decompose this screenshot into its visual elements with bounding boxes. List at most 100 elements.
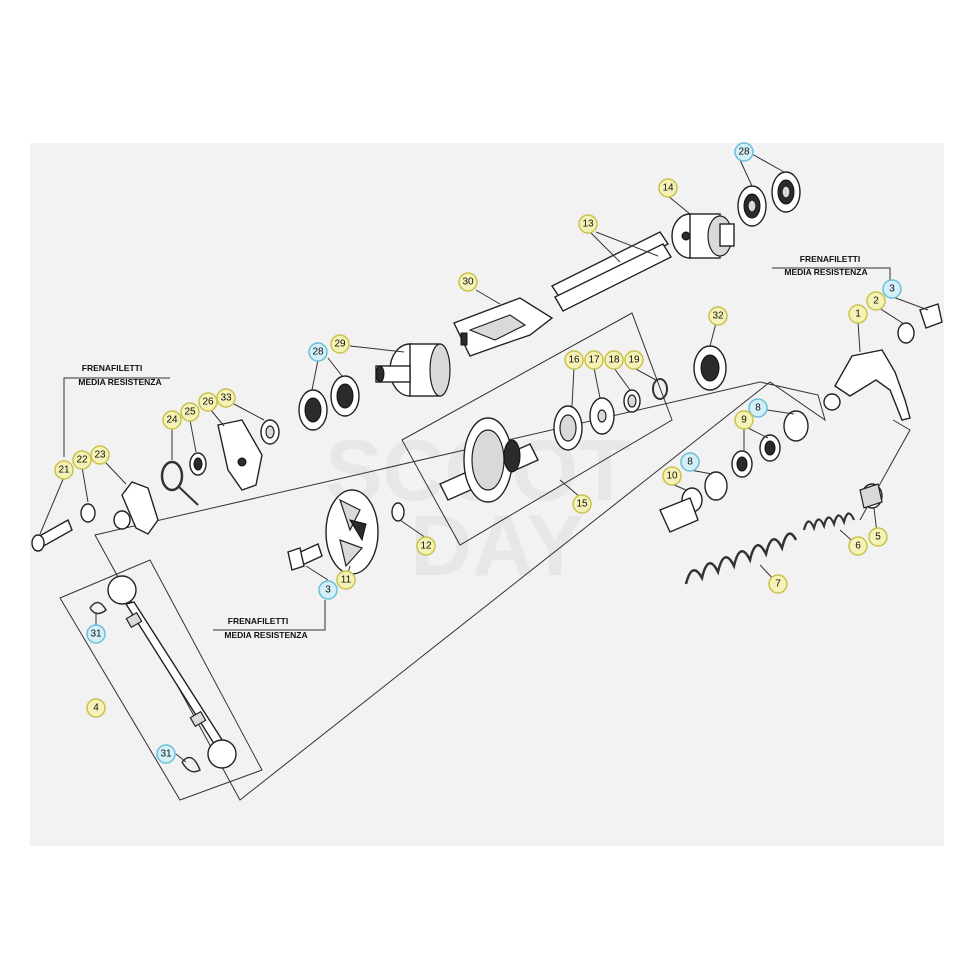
callout-21: 21: [54, 460, 74, 480]
callout-30-label: 30: [462, 277, 474, 288]
note-bottom-line-2: MEDIA RESISTENZA: [224, 630, 307, 640]
callout-29-label: 29: [334, 339, 346, 350]
part-3-bolt-lower: [287, 543, 323, 571]
part-22-washer: [80, 503, 96, 523]
callout-10-label: 10: [666, 471, 678, 482]
callout-32-label: 32: [712, 311, 724, 322]
callout-1-label: 1: [855, 309, 861, 320]
callout-19-label: 19: [628, 355, 640, 366]
callout-17: 17: [584, 350, 604, 370]
callout-28-mid: 28: [308, 342, 328, 362]
part-4-shift-rod: [107, 575, 237, 769]
callout-10-circle: [662, 466, 682, 486]
callout-3-bottom: 3: [318, 580, 338, 600]
part-6-spring: [802, 512, 856, 532]
part-5-pin: [859, 483, 883, 509]
callout-14: 14: [658, 178, 678, 198]
callout-15-label: 15: [576, 499, 588, 510]
callouts: 1 2 3 4 5 6 7 8 9 10 8 11 3 12 13 14 15 …: [54, 142, 902, 764]
callout-8-lower-circle: [680, 452, 700, 472]
callout-23-label: 23: [94, 450, 106, 461]
part-1-shift-lever: [823, 349, 911, 421]
callout-1-circle: [848, 304, 868, 324]
callout-23: 23: [90, 445, 110, 465]
callout-3-right-label: 3: [889, 284, 895, 295]
callout-26: 26: [198, 392, 218, 412]
part-28-bearings-top: [737, 171, 801, 227]
callout-25-label: 25: [184, 407, 196, 418]
callout-33-label: 33: [220, 393, 232, 404]
part-25-roller: [189, 452, 207, 476]
part-9-bearings: [731, 434, 781, 478]
callout-7-circle: [768, 574, 788, 594]
callout-11-label: 11: [341, 575, 352, 586]
part-8-washer-lower: [704, 471, 728, 501]
callout-6-circle: [848, 536, 868, 556]
callout-18: 18: [604, 350, 624, 370]
callout-26-circle: [198, 392, 218, 412]
note-right-line-2: MEDIA RESISTENZA: [784, 267, 867, 277]
callout-13-label: 13: [582, 219, 594, 230]
callout-28-mid-circle: [308, 342, 328, 362]
note-bottom-line-1: FRENAFILETTI: [228, 616, 288, 626]
callout-7: 7: [768, 574, 788, 594]
part-30-plate: [453, 297, 554, 357]
callout-31-bottom: 31: [156, 744, 176, 764]
callout-22-circle: [72, 450, 92, 470]
callout-22-label: 22: [76, 455, 88, 466]
note-right: FRENAFILETTI MEDIA RESISTENZA: [772, 254, 891, 280]
group-frame-shift-rod: [59, 559, 263, 801]
callout-31-top-label: 31: [90, 629, 102, 640]
callout-18-label: 18: [608, 355, 620, 366]
callout-21-label: 21: [58, 465, 70, 476]
part-32-bearing: [693, 345, 727, 391]
callout-31-top: 31: [86, 624, 106, 644]
callout-8-lower: 8: [680, 452, 700, 472]
note-right-line-1: FRENAFILETTI: [800, 254, 860, 264]
part-15-gear-shaft: [439, 417, 539, 503]
callout-4-label: 4: [93, 703, 99, 714]
callout-12-label: 12: [420, 541, 432, 552]
callout-5: 5: [868, 527, 888, 547]
part-31-clip-bottom: [181, 756, 201, 773]
callout-29: 29: [330, 334, 350, 354]
callout-18-circle: [604, 350, 624, 370]
callout-1: 1: [848, 304, 868, 324]
part-2-washer: [897, 322, 915, 344]
callout-31-bottom-label: 31: [160, 749, 172, 760]
callout-8-lower-label: 8: [687, 457, 693, 468]
part-21-bolt: [31, 518, 73, 552]
callout-3-right: 3: [882, 279, 902, 299]
callout-9: 9: [734, 410, 754, 430]
leader-lines: [39, 153, 929, 763]
callout-2-label: 2: [873, 296, 879, 307]
part-16-needle-bearing: [553, 405, 583, 451]
part-23-lever: [113, 481, 159, 535]
part-18-bushing: [623, 389, 641, 413]
callout-16-label: 16: [568, 355, 580, 366]
callout-6-label: 6: [855, 541, 861, 552]
callout-26-label: 26: [202, 397, 214, 408]
callout-5-label: 5: [875, 532, 881, 543]
part-28-bearings-mid: [298, 375, 360, 431]
part-17-washer-hole: [597, 409, 607, 423]
part-24-spring: [160, 460, 199, 506]
callout-17-circle: [584, 350, 604, 370]
note-bottom: FRENAFILETTI MEDIA RESISTENZA: [213, 600, 326, 640]
callout-9-circle: [734, 410, 754, 430]
part-26-index-plate: [217, 419, 263, 491]
callout-22: 22: [72, 450, 92, 470]
callout-11: 11: [336, 570, 356, 590]
callout-12-circle: [416, 536, 436, 556]
callout-33-circle: [216, 388, 236, 408]
callout-21-circle: [54, 460, 74, 480]
part-33-bushing: [260, 419, 280, 445]
callout-19: 19: [624, 350, 644, 370]
callout-25-circle: [180, 402, 200, 422]
callout-13-circle: [578, 214, 598, 234]
group-frame-gear-shaft: [401, 312, 673, 546]
note-left-line-2: MEDIA RESISTENZA: [78, 377, 161, 387]
callout-24: 24: [162, 410, 182, 430]
callout-31-bottom-circle: [156, 744, 176, 764]
